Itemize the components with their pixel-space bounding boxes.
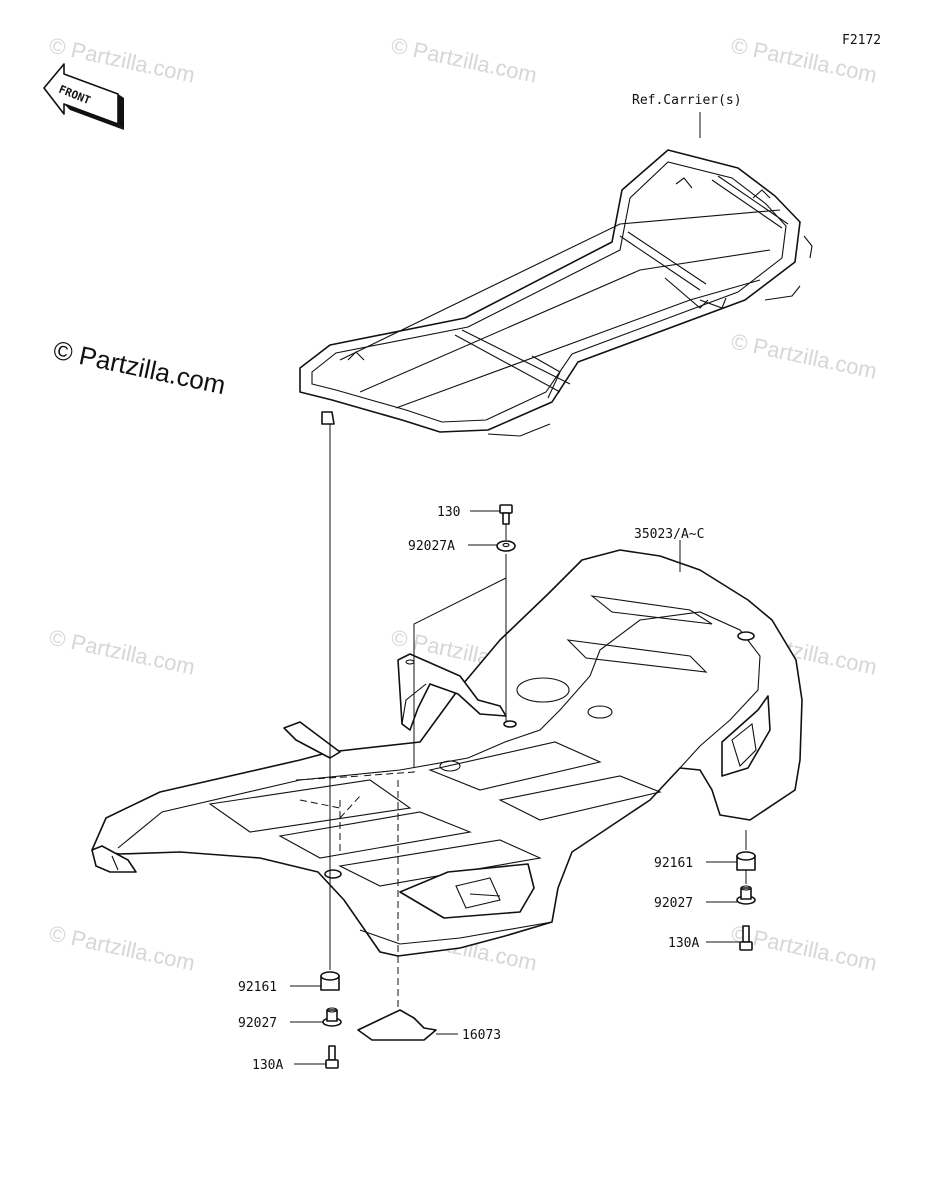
collar-92027-right [736, 885, 756, 905]
callout-ref-carrier: Ref.Carrier(s) [632, 93, 742, 108]
callout-130a-left: 130A [252, 1058, 283, 1073]
rear-fender [91, 549, 803, 957]
bolt-130a-right [739, 925, 753, 951]
callout-130-top: 130 [437, 505, 460, 520]
grommet-92161-right [736, 851, 756, 871]
partzilla-logo: © Partzilla.com [51, 335, 229, 401]
watermark-text: © Partzilla.com [389, 32, 539, 87]
bolt-130-top [499, 504, 513, 525]
watermark-text: © Partzilla.com [729, 328, 879, 383]
watermark-text: © Partzilla.com [47, 624, 197, 679]
diagram-code: F2172 [842, 33, 881, 48]
front-arrow-icon: FRONT [43, 63, 124, 130]
watermark-text: © Partzilla.com [47, 920, 197, 975]
collar-92027-left [322, 1007, 342, 1027]
plate-16073 [357, 1009, 437, 1041]
alignment-guides [295, 424, 747, 1010]
callout-35023: 35023/A~C [634, 527, 704, 542]
callout-92027-left: 92027 [238, 1016, 277, 1031]
callout-92027-right: 92027 [654, 896, 693, 911]
grommet-92161-left [320, 971, 340, 991]
carrier-rack [299, 149, 813, 437]
callout-130a-right: 130A [668, 936, 699, 951]
callout-92161-right: 92161 [654, 856, 693, 871]
callout-92027a: 92027A [408, 539, 455, 554]
washer-92027a-top [496, 540, 516, 552]
leader-lines [290, 112, 740, 1065]
callout-16073: 16073 [462, 1028, 501, 1043]
bolt-130a-left [325, 1045, 339, 1069]
callout-92161-left: 92161 [238, 980, 277, 995]
